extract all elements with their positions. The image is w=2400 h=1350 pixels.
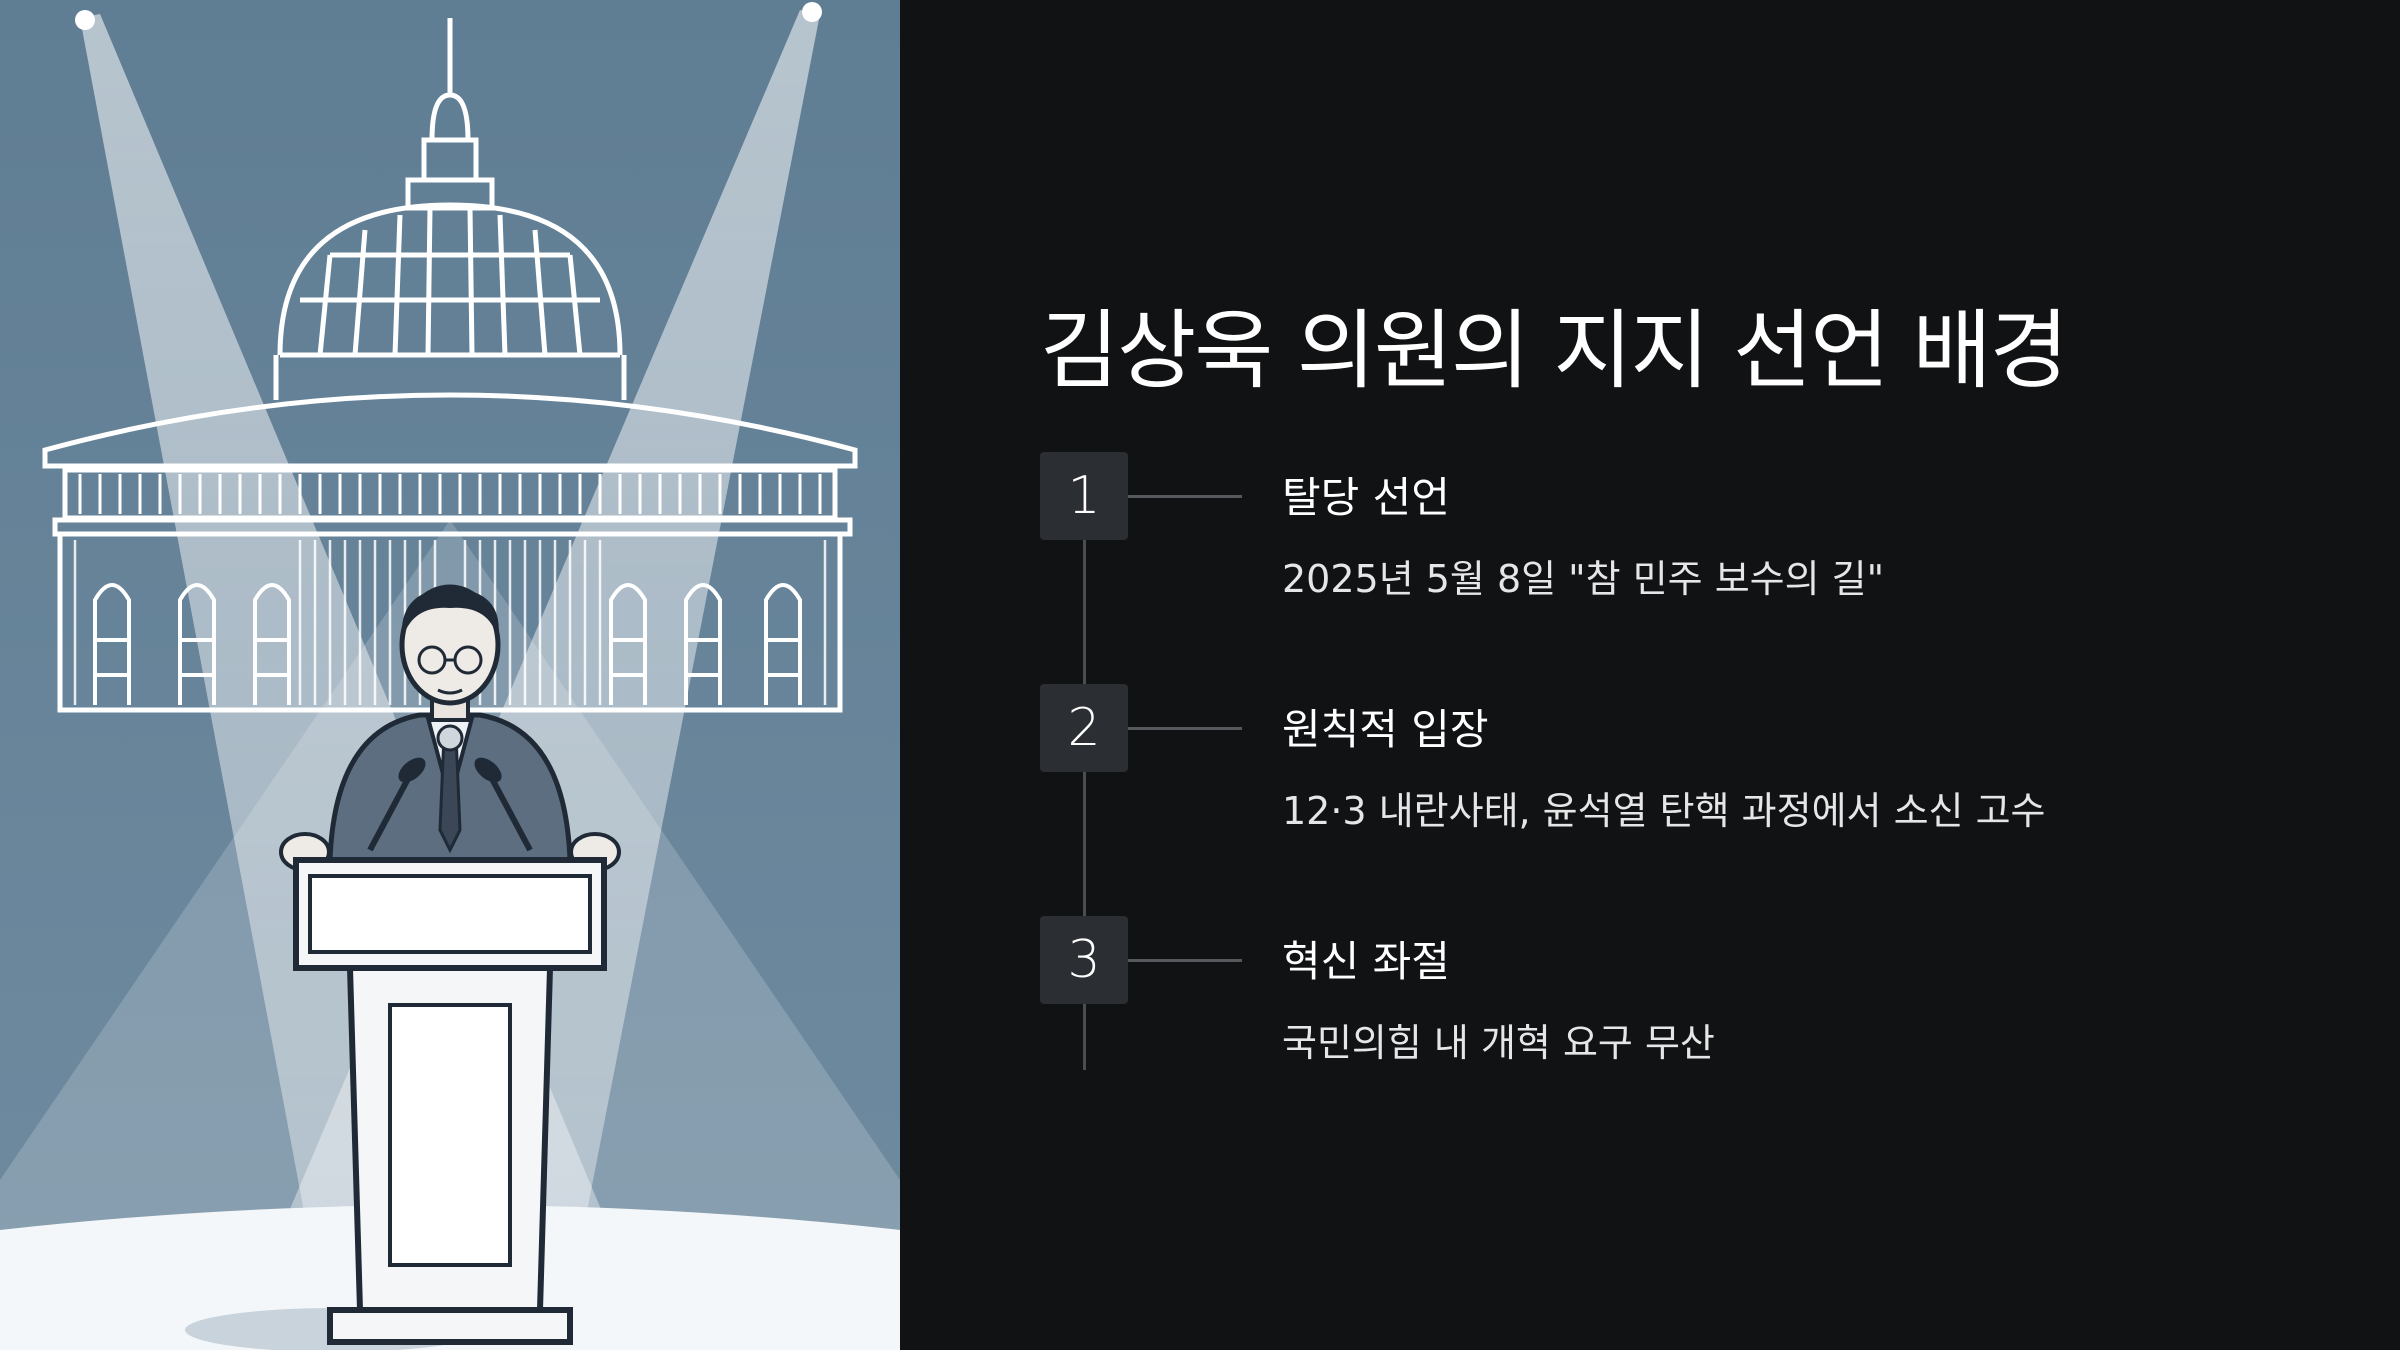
step-description: 12·3 내란사태, 윤석열 탄핵 과정에서 소신 고수 <box>1282 789 2046 833</box>
step-1: 1 탈당 선언 2025년 5월 8일 "참 민주 보수의 길" <box>1040 452 2340 632</box>
facade-lines <box>73 540 827 705</box>
step-number-box: 3 <box>1040 916 1128 1004</box>
step-connector <box>1128 959 1242 962</box>
step-title: 탈당 선언 <box>1282 473 1450 522</box>
step-description: 2025년 5월 8일 "참 민주 보수의 길" <box>1282 557 1885 601</box>
step-number-box: 1 <box>1040 452 1128 540</box>
dome-drawing <box>273 18 627 400</box>
step-connector <box>1128 727 1242 730</box>
step-description: 국민의힘 내 개혁 요구 무산 <box>1282 1021 1715 1065</box>
step-title: 혁신 좌절 <box>1282 937 1450 986</box>
step-title: 원칙적 입장 <box>1282 705 1489 754</box>
step-connector <box>1128 495 1242 498</box>
step-number-box: 2 <box>1040 684 1128 772</box>
politician-podium-illustration <box>0 0 900 1350</box>
step-2: 2 원칙적 입장 12·3 내란사태, 윤석열 탄핵 과정에서 소신 고수 <box>1040 684 2340 864</box>
content-panel: 김상욱 의원의 지지 선언 배경 1 탈당 선언 2025년 5월 8일 "참 … <box>900 0 2400 1350</box>
podium-drawing <box>293 857 607 1345</box>
timeline-line <box>1083 495 1086 1070</box>
slide-title: 김상욱 의원의 지지 선언 배경 <box>1040 301 2069 401</box>
step-3: 3 혁신 좌절 국민의힘 내 개혁 요구 무산 <box>1040 916 2340 1096</box>
arched-windows <box>93 583 802 705</box>
colonnade-drawing <box>78 474 822 514</box>
